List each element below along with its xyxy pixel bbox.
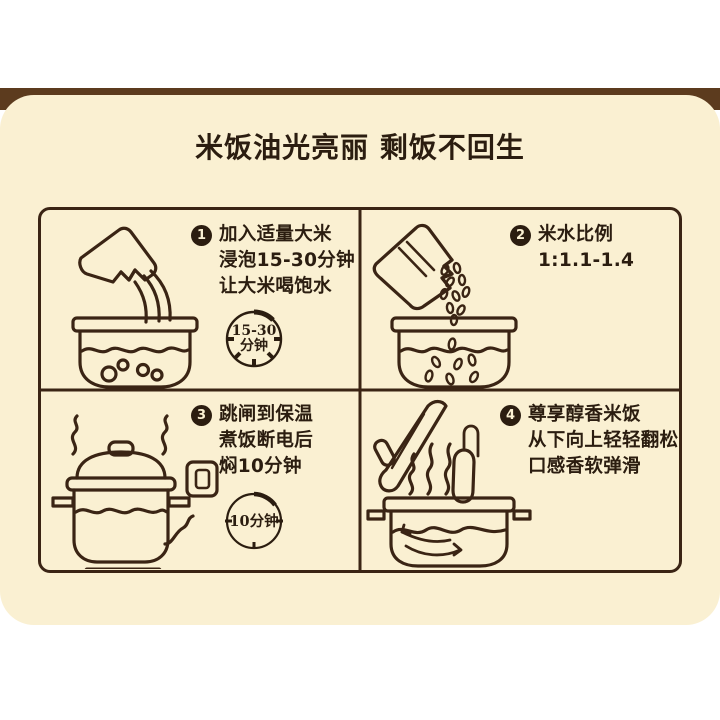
step-1-number: 1 [191,225,212,246]
step-2-text: 2 米水比例 1:1.1-1.4 [510,222,682,274]
step-3-line-1: 跳闸到保温 [219,404,314,425]
page-title: 米饭油光亮丽 剩饭不回生 [195,131,525,164]
step-4-line-3: 口感香软弹滑 [528,456,641,477]
step-3-line-2: 煮饭断电后 [219,430,314,451]
step-panel-2: 2 米水比例 1:1.1-1.4 [360,210,679,390]
step-4-line-2: 从下向上轻轻翻松 [528,430,679,451]
step-panel-3: 3 跳闸到保温 煮饭断电后 焖10分钟 [41,390,360,570]
step-1-line-1: 加入适量大米 [219,224,332,245]
step-3-timer-badge: 10分钟 [223,490,285,552]
step-1-timer-line-2: 分钟 [240,338,268,354]
step-2-number: 2 [510,225,531,246]
step-3-line-3: 焖10分钟 [219,456,302,477]
pouring-rice-into-pot-icon [366,214,538,389]
step-3-lines: 跳闸到保温 煮饭断电后 焖10分钟 [219,402,313,480]
fluffing-rice-with-paddle-icon [366,394,538,569]
step-panel-1: 1 加入适量大米 浸泡15-30分钟 让大米喝饱水 [41,210,360,390]
step-3-text: 3 跳闸到保温 煮饭断电后 焖10分钟 [191,402,363,480]
step-1-line-3: 让大米喝饱水 [219,276,332,297]
grid-horizontal-divider [41,388,679,392]
step-3-number: 3 [191,405,212,426]
step-1-timer-text: 15-30 分钟 [223,308,285,370]
step-3-timer-line-1: 10分钟 [229,512,279,530]
step-1-text: 1 加入适量大米 浸泡15-30分钟 让大米喝饱水 [191,222,363,300]
step-4-lines: 尊享醇香米饭 从下向上轻轻翻松 口感香软弹滑 [528,402,678,480]
step-1-lines: 加入适量大米 浸泡15-30分钟 让大米喝饱水 [219,222,355,300]
step-2-line-1: 米水比例 [538,224,614,245]
step-4-number: 4 [500,405,521,426]
covered-pot-unplugged-icon [47,394,219,569]
pouring-water-into-pot-icon [47,214,219,389]
steps-grid: 1 加入适量大米 浸泡15-30分钟 让大米喝饱水 [38,207,682,573]
step-1-line-2: 浸泡15-30分钟 [219,250,355,271]
step-4-text: 4 尊享醇香米饭 从下向上轻轻翻松 口感香软弹滑 [500,402,686,480]
step-panel-4: 4 尊享醇香米饭 从下向上轻轻翻松 口感香软弹滑 [360,390,679,570]
step-2-line-2: 1:1.1-1.4 [538,250,635,271]
step-4-line-1: 尊享醇香米饭 [528,404,641,425]
step-1-timer-line-1: 15-30 [231,323,277,339]
recipe-card: 米饭油光亮丽 剩饭不回生 [0,95,720,625]
step-1-timer-badge: 15-30 分钟 [223,308,285,370]
step-3-timer-text: 10分钟 [223,490,285,552]
step-2-lines: 米水比例 1:1.1-1.4 [538,222,634,274]
